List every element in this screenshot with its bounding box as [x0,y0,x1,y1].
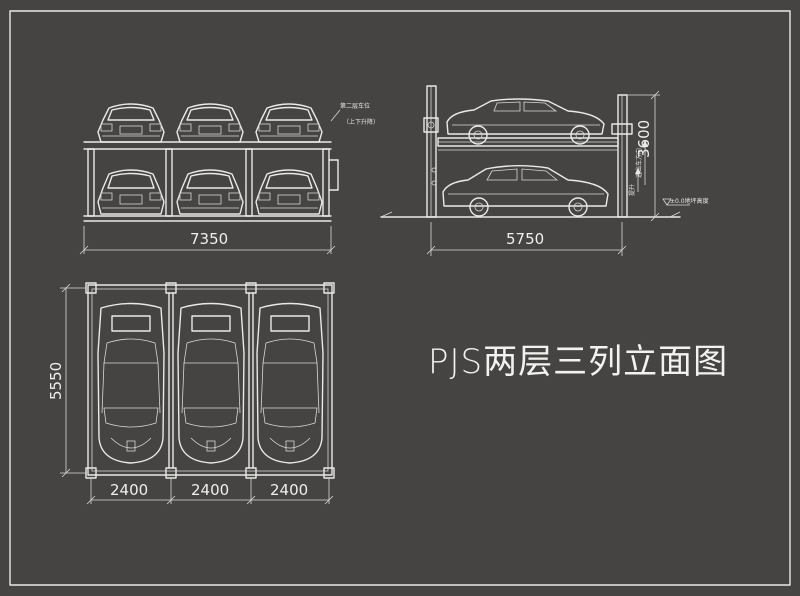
plan-bay-dimension-3: 2400 [270,481,308,499]
plan-car-1 [97,302,165,464]
drawing-title: PJS两层三列立面图 [428,342,729,382]
front-lower-car-2 [176,169,244,215]
sheet-border [9,10,791,586]
front-upper-car-3 [255,103,323,143]
front-lower-car-1 [97,169,165,215]
front-note-lower: （上下升降） [343,118,379,126]
plan-depth-dimension: 5550 [47,362,65,400]
plan-bay-dimension-2: 2400 [191,481,229,499]
front-note-upper: 第二层车位 [340,102,370,110]
side-note-lift: 提升 [628,184,636,196]
side-length-dimension: 5750 [506,230,544,248]
front-upper-car-2 [176,103,244,143]
front-lower-car-3 [255,169,323,215]
side-upper-car [446,98,605,145]
side-view: 3600 进出车方向 提升 ±0.0地坪高度 5750 [380,85,709,256]
plan-bay-dimension-1: 2400 [110,481,148,499]
plan-car-3 [256,302,324,464]
side-lower-car [442,165,609,217]
plan-car-2 [177,302,245,464]
side-height-dimension: 3600 [635,120,653,158]
front-upper-car-1 [97,103,165,143]
front-width-dimension: 7350 [190,230,228,248]
front-view: 第二层车位 （上下升降） 7350 [79,102,379,255]
side-note-ground: ±0.0地坪高度 [670,197,709,205]
side-note-direction: 进出车方向 [635,148,643,178]
plan-view: 5550 2400 2400 2400 [47,282,335,505]
